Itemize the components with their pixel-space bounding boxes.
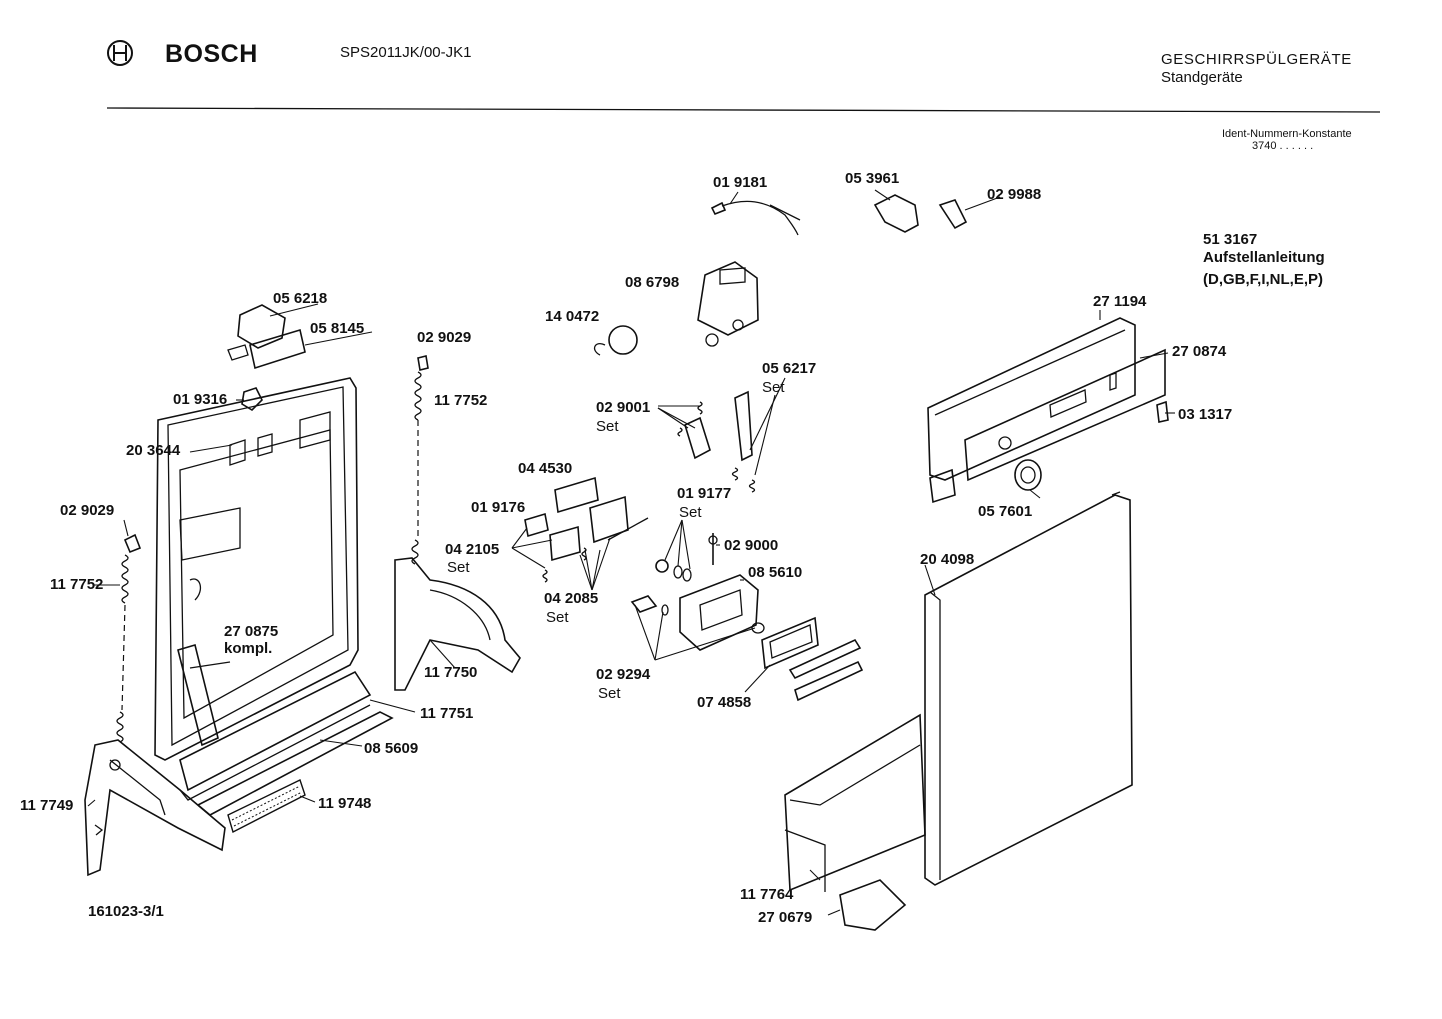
part-label-270875: 27 0875 xyxy=(224,623,279,640)
drawing-number: 161023-3/1 xyxy=(88,903,164,920)
part-label-271194: 27 1194 xyxy=(1093,293,1147,310)
part-label-031317: 03 1317 xyxy=(1178,406,1233,423)
part-label-270875-kompl: kompl. xyxy=(224,640,273,657)
part-label-042105: 04 2105 xyxy=(445,541,500,558)
manual-number: 51 3167 xyxy=(1203,231,1258,248)
microswitch-set-part xyxy=(731,390,756,493)
part-label-042085: 04 2085 xyxy=(544,590,599,607)
part-label-203644: 20 3644 xyxy=(126,442,181,459)
part-label-029001: 02 9001 xyxy=(596,399,651,416)
timer-unit-part xyxy=(697,261,759,347)
part-label-117752-right: 11 7752 xyxy=(434,392,488,409)
part-label-029029-left: 02 9029 xyxy=(60,502,115,519)
part-label-019177: 01 9177 xyxy=(677,485,732,502)
ident-label: Ident-Nummern-Konstante xyxy=(1222,128,1352,140)
door-panel-part xyxy=(924,491,1133,886)
brand-name: BOSCH xyxy=(165,40,258,68)
valve-parts-part xyxy=(655,533,718,582)
clip-part xyxy=(241,387,263,412)
part-label-019316: 01 9316 xyxy=(173,391,228,408)
part-label-056217: 05 6217 xyxy=(762,360,817,377)
manual-title: Aufstellanleitung xyxy=(1203,249,1325,266)
category-subtitle: Standgeräte xyxy=(1161,69,1243,86)
part-label-044530: 04 4530 xyxy=(518,460,573,477)
part-label-053961: 05 3961 xyxy=(845,170,900,187)
header-rule xyxy=(106,107,1381,113)
part-label-029294: 02 9294 xyxy=(596,666,651,683)
part-label-029029-right: 02 9029 xyxy=(417,329,472,346)
part-label-019177-set: Set xyxy=(679,504,702,521)
gasket-set-part xyxy=(524,476,649,583)
part-label-029988: 02 9988 xyxy=(987,186,1042,203)
part-label-117749: 11 7749 xyxy=(20,797,74,814)
control-knob-part xyxy=(1014,459,1042,491)
channel-kompl-part xyxy=(177,643,231,747)
hinge-bracket-part xyxy=(394,557,521,691)
cable-part xyxy=(710,200,801,236)
part-label-085609: 08 5609 xyxy=(364,740,419,757)
part-label-204098: 20 4098 xyxy=(920,551,975,568)
model-number: SPS2011JK/00-JK1 xyxy=(340,44,472,61)
part-label-117750: 11 7750 xyxy=(424,664,478,681)
lever-set-part xyxy=(630,595,765,634)
dispenser-part xyxy=(679,574,759,651)
part-label-270874: 27 0874 xyxy=(1172,343,1227,360)
manual-languages: (D,GB,F,I,NL,E,P) xyxy=(1203,271,1323,288)
insulation-strip-part xyxy=(227,779,306,834)
part-label-074858: 07 4858 xyxy=(697,694,752,711)
ident-value: 3740 . . . . . . xyxy=(1252,140,1314,152)
right-spring-assembly xyxy=(411,355,429,565)
door-trim-edge xyxy=(179,704,371,801)
part-label-029001-set: Set xyxy=(596,418,619,435)
part-label-056217-set: Set xyxy=(762,379,785,396)
insulation-texture xyxy=(231,785,303,827)
part-label-029000: 02 9000 xyxy=(724,537,779,554)
part-label-119748: 11 9748 xyxy=(318,795,372,812)
part-label-117751: 11 7751 xyxy=(420,705,474,722)
control-panel-part xyxy=(927,317,1166,504)
left-spring-assembly xyxy=(116,533,142,743)
part-label-117752-left: 11 7752 xyxy=(50,576,104,593)
kick-plate-part xyxy=(784,713,926,892)
dispenser-gasket-part xyxy=(761,616,864,702)
part-label-019176: 01 9176 xyxy=(471,499,526,516)
part-label-085610: 08 5610 xyxy=(748,564,803,581)
bosch-logo-icon xyxy=(107,40,133,66)
category-title: GESCHIRRSPÜLGERÄTE xyxy=(1161,51,1352,68)
door-hinge-part xyxy=(84,739,226,877)
foot-bracket-part xyxy=(839,879,907,931)
part-label-057601: 05 7601 xyxy=(978,503,1033,520)
lock-part xyxy=(873,194,919,233)
part-label-056218: 05 6218 xyxy=(273,290,328,307)
part-label-019181: 01 9181 xyxy=(713,174,768,191)
switch-spring-set-part xyxy=(677,401,711,460)
part-label-270679: 27 0679 xyxy=(758,909,813,926)
knob-clip-part xyxy=(938,199,968,230)
door-seal-strip-part xyxy=(196,711,394,816)
part-label-086798: 08 6798 xyxy=(625,274,680,291)
drum-part xyxy=(593,325,638,356)
door-latch-part xyxy=(227,304,306,370)
inner-door-frame-part xyxy=(154,377,359,761)
part-label-140472: 14 0472 xyxy=(545,308,600,325)
part-label-042085-set: Set xyxy=(546,609,569,626)
part-label-117764: 11 7764 xyxy=(740,886,794,903)
part-label-042105-set: Set xyxy=(447,559,470,576)
part-label-058145: 05 8145 xyxy=(310,320,365,337)
part-label-029294-set: Set xyxy=(598,685,621,702)
door-trim-part xyxy=(179,670,372,792)
leader-lines xyxy=(87,189,1175,916)
small-clip-part xyxy=(1156,400,1169,423)
